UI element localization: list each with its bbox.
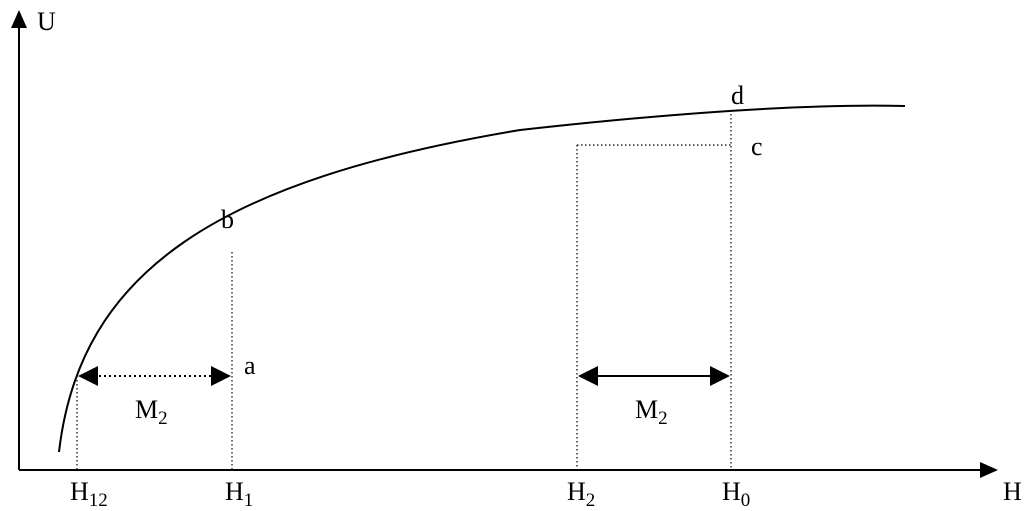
point-label-b: b: [221, 205, 234, 234]
point-label-c: c: [751, 132, 763, 161]
tick-label-h1: H1: [225, 477, 253, 511]
y-axis-label: U: [37, 7, 56, 36]
left-interval-arrowhead-left: [78, 366, 98, 386]
tick-label-h0: H0: [722, 477, 750, 511]
point-label-d: d: [731, 81, 744, 110]
x-axis-label: H: [1003, 477, 1022, 506]
tick-h12-sub: 12: [89, 490, 108, 511]
tick-h0-main: H: [722, 477, 741, 506]
interval-label-right: M2: [635, 395, 668, 429]
tick-h1-main: H: [225, 477, 244, 506]
interval-left-sub: 2: [158, 408, 168, 429]
tick-h2-sub: 2: [586, 490, 596, 511]
right-interval-arrowhead-left: [578, 366, 598, 386]
tick-h0-sub: 0: [741, 490, 751, 511]
interval-right-sub: 2: [658, 408, 668, 429]
interval-right-main: M: [635, 395, 658, 424]
utility-curve: [58, 104, 906, 453]
y-axis-arrowhead: [11, 10, 27, 28]
tick-h12-main: H: [70, 477, 89, 506]
interval-label-left: M2: [135, 395, 168, 429]
tick-label-h12: H12: [70, 477, 108, 511]
left-interval-arrowhead-right: [211, 366, 231, 386]
x-axis-arrowhead: [980, 462, 998, 478]
tick-h1-sub: 1: [244, 490, 254, 511]
tick-h2-main: H: [567, 477, 586, 506]
interval-left-main: M: [135, 395, 158, 424]
tick-label-h2: H2: [567, 477, 595, 511]
right-interval-arrowhead-right: [710, 366, 730, 386]
point-label-a: a: [244, 351, 256, 380]
